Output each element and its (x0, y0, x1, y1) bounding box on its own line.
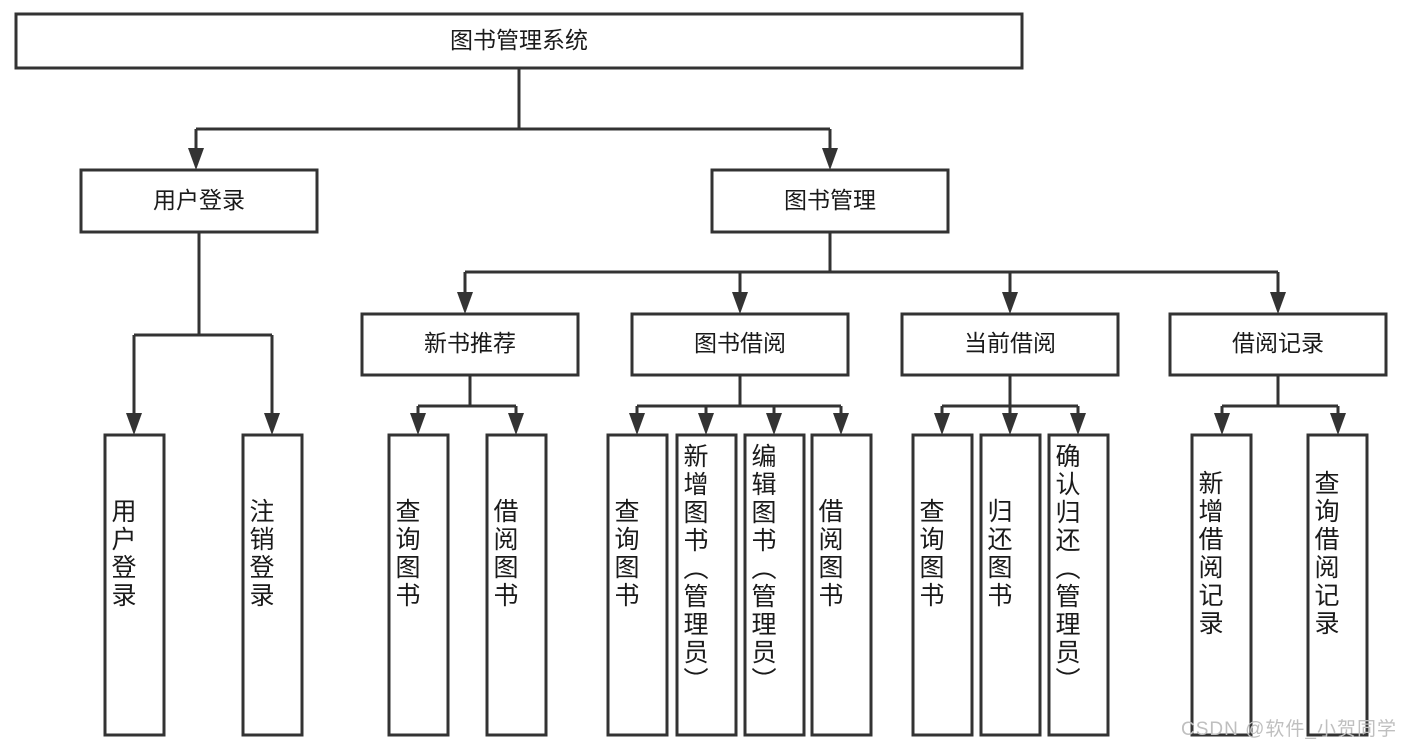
connector-user-login-to-leaves (126, 232, 280, 435)
leaf-new-book-0[interactable] (387, 433, 450, 737)
connector-level2-to-level3 (457, 232, 1286, 314)
node-book-borrow-label: 图书借阅 (694, 330, 786, 356)
connector-new-book-to-leaves (410, 375, 524, 435)
node-root[interactable] (14, 12, 1024, 70)
connector-root-to-level2 (188, 68, 838, 170)
node-user-login[interactable] (79, 168, 319, 234)
node-user-login-label: 用户登录 (153, 187, 245, 213)
connector-borrow-record-to-leaves (1214, 375, 1346, 435)
leaf-borrow-record-1[interactable] (1306, 433, 1369, 737)
node-book-management-label: 图书管理 (784, 187, 876, 213)
node-current-borrow-label: 当前借阅 (964, 330, 1056, 356)
leaf-user-login-0[interactable] (103, 433, 166, 737)
leaf-current-borrow-0[interactable] (911, 433, 974, 737)
leaf-current-borrow-2[interactable] (1047, 433, 1110, 737)
connector-book-borrow-to-leaves (629, 375, 849, 435)
node-borrow-record-label: 借阅记录 (1232, 330, 1324, 356)
csdn-watermark: CSDN @软件_小贺同学 (1181, 719, 1397, 740)
leaf-book-borrow-2[interactable] (743, 433, 806, 737)
leaf-book-borrow-0[interactable] (606, 433, 669, 737)
node-current-borrow[interactable] (900, 312, 1120, 377)
leaf-current-borrow-1[interactable] (979, 433, 1042, 737)
node-new-book-recommend-label: 新书推荐 (424, 330, 516, 356)
connector-current-borrow-to-leaves (934, 375, 1086, 435)
leaf-book-borrow-1[interactable] (675, 433, 738, 737)
leaf-new-book-1[interactable] (485, 433, 548, 737)
node-root-label: 图书管理系统 (450, 27, 588, 53)
node-borrow-record[interactable] (1168, 312, 1388, 377)
node-book-management[interactable] (710, 168, 950, 234)
node-new-book-recommend[interactable] (360, 312, 580, 377)
leaf-user-login-1[interactable] (241, 433, 304, 737)
node-book-borrow[interactable] (630, 312, 850, 377)
leaf-book-borrow-3[interactable] (810, 433, 873, 737)
leaf-borrow-record-0[interactable] (1190, 433, 1253, 737)
